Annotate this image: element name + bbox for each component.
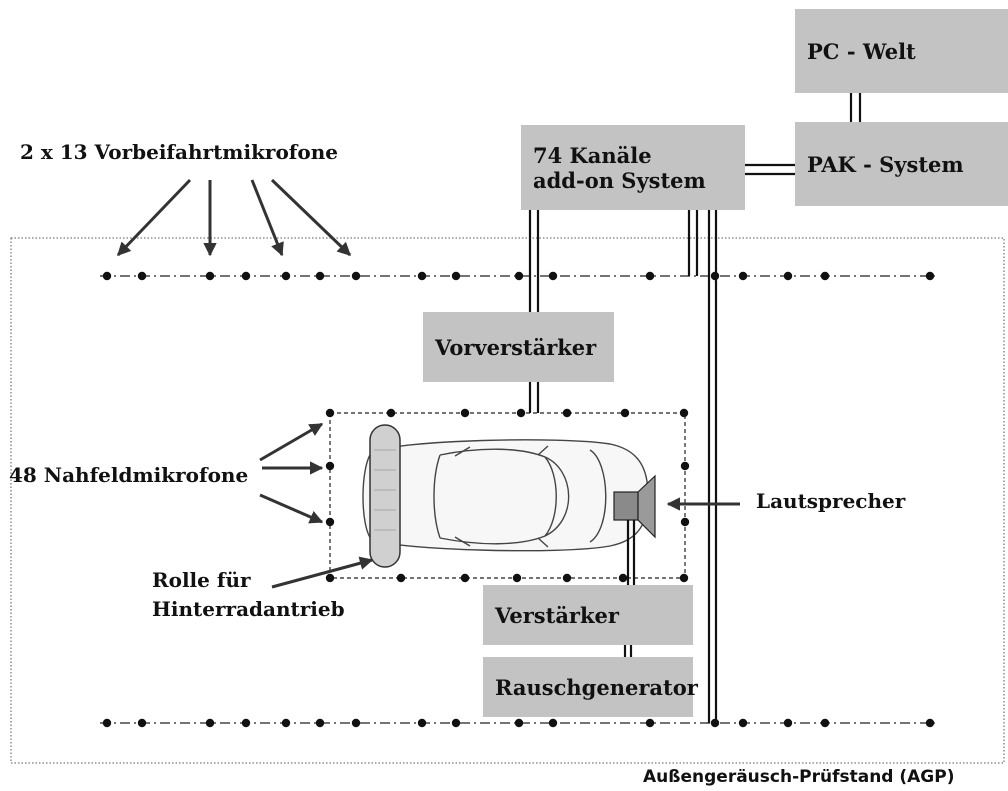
near-field-microphone (680, 517, 690, 527)
pass-by-microphones-top (102, 271, 935, 281)
near-field-microphone (562, 573, 572, 583)
pass-by-microphone (137, 271, 147, 281)
near-field-microphone (460, 573, 470, 583)
near-field-microphones (325, 408, 690, 583)
pass-by-microphone (315, 718, 325, 728)
near-field-microphone (386, 408, 396, 418)
near-field-microphone (325, 408, 335, 418)
near-field-microphone (562, 408, 572, 418)
roller-label-line2: Hinterradantrieb (152, 597, 345, 621)
pass-by-microphone (783, 271, 793, 281)
add-on-system-label-line1: 74 Kanäle (533, 142, 652, 168)
pass-by-microphone (417, 271, 427, 281)
near-field-microphone (325, 461, 335, 471)
pass-by-microphone (925, 271, 935, 281)
near-field-microphone (460, 408, 470, 418)
pass-by-microphone (102, 271, 112, 281)
near-field-microphone (516, 408, 526, 418)
pass-by-microphone (548, 271, 558, 281)
near-field-microphone (396, 573, 406, 583)
pass-by-microphone (281, 718, 291, 728)
pass-by-microphone (451, 271, 461, 281)
pass-by-microphone (820, 271, 830, 281)
pass-by-microphone (137, 718, 147, 728)
near-field-microphone (325, 517, 335, 527)
vorverstaerker-label: Vorverstärker (435, 334, 597, 360)
near-field-boundary (329, 412, 686, 579)
pass-by-microphone (417, 718, 427, 728)
pass-by-microphone (241, 718, 251, 728)
pak-system-label: PAK - System (807, 151, 964, 177)
pass-by-microphone (783, 718, 793, 728)
diagram-caption: Außengeräusch-Prüfstand (AGP) (643, 767, 955, 787)
pass-by-microphones-label: 2 x 13 Vorbeifahrtmikrofone (20, 140, 339, 164)
near-field-microphone (325, 573, 335, 583)
pass-by-microphones-bottom (102, 718, 935, 728)
pass-by-microphone (351, 718, 361, 728)
pass-by-microphone (102, 718, 112, 728)
roller-label-line1: Rolle für (152, 568, 251, 592)
test-stand-boundary (10, 237, 1005, 764)
pass-by-microphone (738, 718, 748, 728)
car-top-view-icon (362, 439, 649, 552)
loudspeaker-label: Lautsprecher (756, 489, 906, 513)
pass-by-microphone (205, 718, 215, 728)
near-field-microphone (680, 461, 690, 471)
pak-system-box: PAK - System (795, 122, 1008, 206)
add-on-system-label-line2: add-on System (533, 167, 706, 193)
pc-welt-label: PC - Welt (807, 38, 916, 64)
connection-lines (528, 93, 862, 723)
pass-by-microphone (514, 718, 524, 728)
pass-by-microphone (738, 271, 748, 281)
near-field-microphone (618, 573, 628, 583)
pass-by-microphone (241, 271, 251, 281)
pass-by-microphone (925, 718, 935, 728)
annotation-arrows (116, 178, 740, 589)
roller-hatching (374, 449, 396, 531)
near-field-microphone (679, 573, 689, 583)
pass-by-microphone (514, 271, 524, 281)
pass-by-microphone (645, 271, 655, 281)
add-on-system-box: 74 Kanäle add-on System (521, 125, 745, 210)
pass-by-microphone (548, 718, 558, 728)
pass-by-microphone (451, 718, 461, 728)
near-field-microphones-label: 48 Nahfeldmikrofone (9, 463, 249, 487)
pass-by-microphone (351, 271, 361, 281)
pass-by-microphone (281, 271, 291, 281)
pass-by-microphone (315, 271, 325, 281)
vorverstaerker-box: Vorverstärker (423, 312, 614, 382)
near-field-microphone (620, 408, 630, 418)
verstaerker-label: Verstärker (495, 602, 619, 628)
pass-by-microphone (205, 271, 215, 281)
pass-by-microphone (645, 718, 655, 728)
pc-welt-box: PC - Welt (795, 9, 1008, 93)
rauschgenerator-label: Rauschgenerator (495, 674, 698, 700)
roller-icon (369, 424, 401, 568)
verstaerker-box: Verstärker (483, 585, 693, 645)
loudspeaker-icon (613, 474, 656, 539)
near-field-microphone (679, 408, 689, 418)
pass-by-microphone (820, 718, 830, 728)
near-field-microphone (512, 573, 522, 583)
rauschgenerator-box: Rauschgenerator (483, 657, 698, 717)
